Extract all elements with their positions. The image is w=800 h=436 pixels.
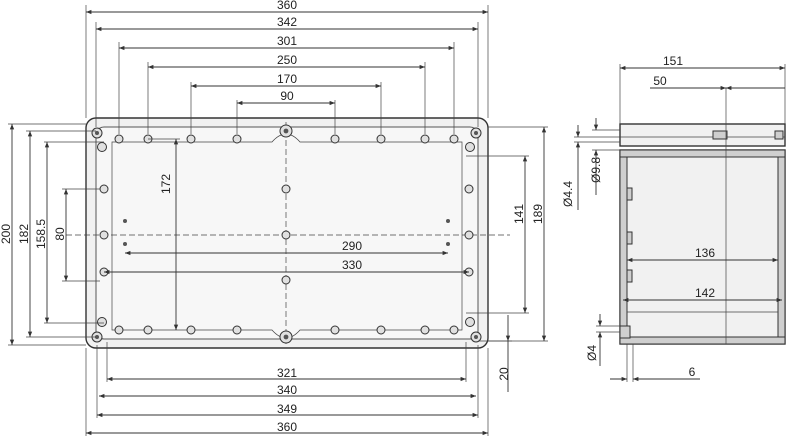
dim-bottom-349: 349 (277, 402, 297, 416)
dim-inner-172: 172 (159, 174, 173, 194)
dim-top-301: 301 (277, 34, 297, 48)
front-right-dimensions: 189 141 (466, 126, 548, 342)
dim-side-151: 151 (663, 54, 683, 68)
front-view (66, 117, 510, 349)
lid-bosses (97, 142, 475, 327)
side-view (619, 88, 786, 345)
side-lid (619, 123, 786, 147)
dim-top-170: 170 (277, 72, 297, 86)
dim-top-250: 250 (277, 53, 297, 67)
dim-right-189: 189 (531, 204, 545, 224)
front-left-dimensions: 200 182 158.5 80 (0, 123, 104, 346)
bottom-hole-row (114, 325, 459, 335)
dim-side-dia-4-4: Ø4.4 (561, 181, 575, 207)
dim-side-dia-9-8: Ø9.8 (589, 157, 603, 183)
dim-right-141: 141 (512, 204, 526, 224)
dim-top-342: 342 (277, 15, 297, 29)
side-left-wall (619, 149, 628, 345)
dim-side-142: 142 (695, 286, 715, 300)
dim-inner-20: 20 (497, 367, 511, 381)
dim-bottom-340: 340 (277, 383, 297, 397)
dim-inner-290: 290 (342, 239, 362, 253)
dim-side-136: 136 (695, 246, 715, 260)
top-hole-row (114, 134, 459, 144)
front-top-dimensions: 360 342 301 250 170 90 (85, 0, 489, 134)
dim-left-182: 182 (17, 224, 31, 244)
side-right-wall (777, 149, 786, 345)
front-inner-dimensions: 172 290 330 20 (104, 138, 512, 392)
internal-holes (99, 184, 474, 285)
dim-left-158-5: 158.5 (34, 219, 48, 249)
dim-top-90: 90 (280, 89, 294, 103)
dim-left-80: 80 (53, 227, 67, 241)
front-bottom-dimensions: 321 340 349 360 (85, 342, 489, 436)
dim-inner-330: 330 (342, 258, 362, 272)
dim-top-360: 360 (277, 0, 297, 12)
dim-side-dia-4: Ø4 (585, 345, 599, 361)
dim-left-200: 200 (0, 224, 13, 244)
dim-side-6: 6 (689, 365, 696, 379)
side-dimensions: 151 50 136 142 6 Ø4.4 Ø9.8 Ø4 (561, 54, 786, 382)
dim-bottom-321: 321 (277, 366, 297, 380)
enclosure-inner-rim (111, 133, 463, 339)
dim-bottom-360: 360 (277, 420, 297, 434)
dim-side-50: 50 (653, 74, 667, 88)
corner-holes (91, 124, 482, 344)
